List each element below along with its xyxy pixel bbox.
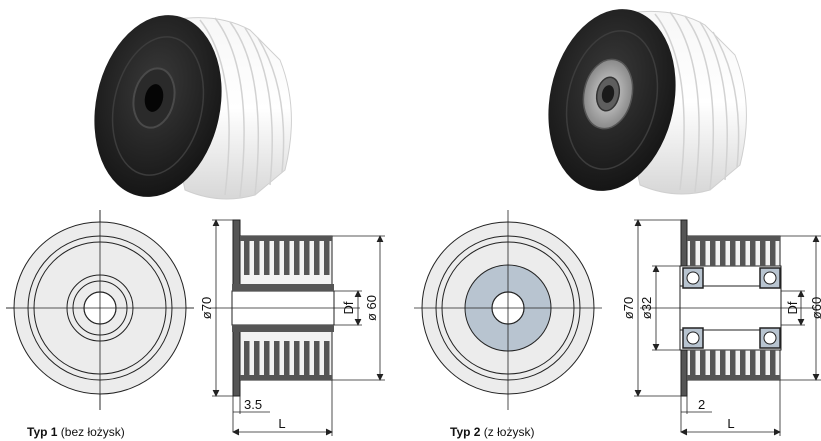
groove-fin-type2-bottom: [710, 350, 716, 375]
groove-fin-type1-top: [274, 241, 280, 275]
groove-fin-type1-top: [264, 241, 270, 275]
groove-fin-type2-top: [770, 241, 776, 266]
groove-fin-type1-bottom: [244, 341, 250, 375]
groove-fin-type1-bottom: [304, 341, 310, 375]
groove-fin-type2-bottom: [770, 350, 776, 375]
groove-fin-type2-bottom: [730, 350, 736, 375]
dimensions-type1: [212, 219, 385, 436]
caption-type1-text: (bez łożysk): [57, 425, 125, 439]
groove-fin-type2-top: [700, 241, 706, 266]
dim-flange-type2: 2: [698, 397, 705, 412]
caption-type2: Typ 2 (z łożysk): [450, 425, 534, 439]
dim-bore-type1: Df: [341, 301, 356, 314]
dim-bore-type2: Df: [785, 301, 800, 314]
groove-fin-type1-top: [304, 241, 310, 275]
groove-fin-type2-top: [730, 241, 736, 266]
groove-fin-type1-top: [294, 241, 300, 275]
side-section-type2: [640, 219, 815, 397]
caption-type1: Typ 1 (bez łożysk): [27, 425, 125, 439]
caption-type2-text: (z łożysk): [480, 425, 535, 439]
bearing-bottom-right: [759, 327, 781, 349]
groove-fin-type2-bottom: [720, 350, 726, 375]
groove-fin-type1-bottom: [294, 341, 300, 375]
groove-fin-type2-bottom: [760, 350, 766, 375]
dimensions-type2: [634, 219, 821, 436]
groove-fin-type2-bottom: [700, 350, 706, 375]
groove-fin-type2-top: [690, 241, 696, 266]
caption-type1-bold: Typ 1: [27, 425, 58, 439]
front-view-type2: [414, 210, 602, 410]
groove-fin-type2-top: [710, 241, 716, 266]
dim-length-type1: L: [278, 416, 285, 431]
groove-fin-type2-top: [740, 241, 746, 266]
groove-fin-type1-bottom: [274, 341, 280, 375]
groove-fin-type2-top: [760, 241, 766, 266]
dim-pulley-diameter-type2: ø60: [809, 297, 821, 319]
groove-fin-type1-top: [254, 241, 260, 275]
groove-fin-type2-bottom: [750, 350, 756, 375]
groove-fin-type1-bottom: [284, 341, 290, 375]
roller-photo-type2: [548, 9, 747, 195]
groove-fin-type1-bottom: [264, 341, 270, 375]
groove-fin-type2-top: [750, 241, 756, 266]
dim-bearing-diameter-type2: ø32: [639, 297, 654, 319]
groove-fin-type2-top: [720, 241, 726, 266]
dim-pulley-diameter-type1: ø 60: [364, 295, 379, 321]
groove-fin-type1-bottom: [314, 341, 320, 375]
groove-fin-type1-top: [324, 241, 330, 275]
front-view-type1: [6, 210, 194, 410]
groove-fin-type2-bottom: [740, 350, 746, 375]
groove-fin-type1-bottom: [324, 341, 330, 375]
bearing-bottom-left: [682, 327, 704, 349]
dim-length-type2: L: [727, 416, 734, 431]
bearing-top-left: [682, 267, 704, 289]
dim-outer-diameter-type1: ø70: [199, 297, 214, 319]
dim-flange-type1: 3.5: [244, 397, 262, 412]
roller-photo-type1: [94, 15, 292, 200]
groove-fin-type2-bottom: [690, 350, 696, 375]
caption-type2-bold: Typ 2: [450, 425, 481, 439]
side-section-type1: [210, 219, 360, 397]
dim-outer-diameter-type2: ø70: [621, 297, 636, 319]
groove-fin-type1-bottom: [254, 341, 260, 375]
groove-fin-type1-top: [244, 241, 250, 275]
groove-fin-type1-top: [314, 241, 320, 275]
groove-fin-type1-top: [284, 241, 290, 275]
bearing-top-right: [759, 267, 781, 289]
